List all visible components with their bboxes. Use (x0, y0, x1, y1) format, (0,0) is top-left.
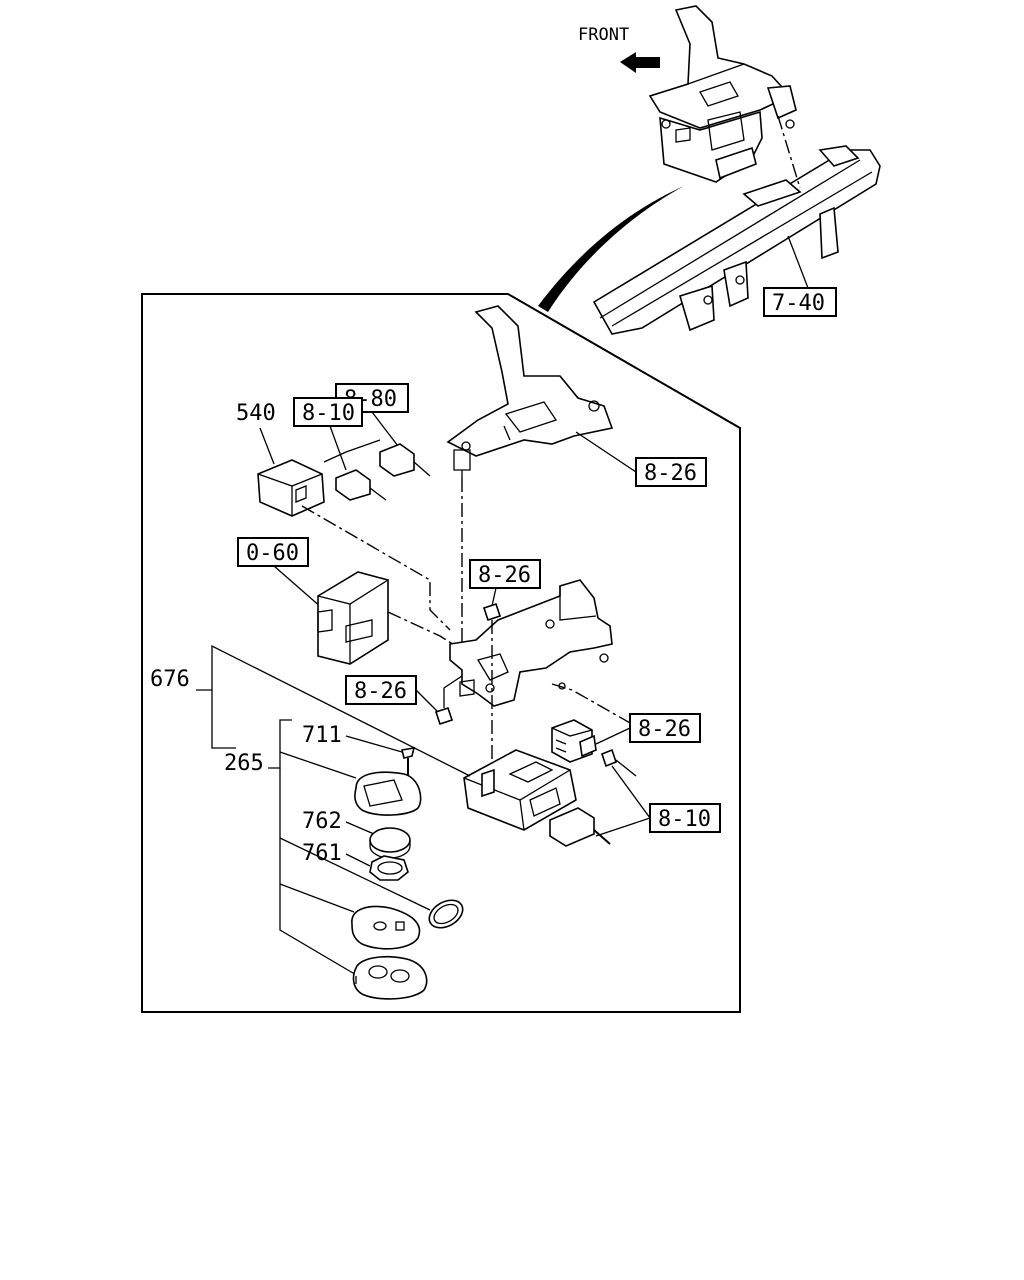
front-label: FRONT (578, 25, 629, 45)
svg-text:8-10: 8-10 (658, 807, 711, 832)
cross-car-beam (592, 115, 881, 335)
front-arrow-icon (620, 52, 660, 73)
screw-711: 711 (302, 723, 416, 778)
svg-text:8-26: 8-26 (638, 717, 691, 742)
svg-text:0-60: 0-60 (246, 541, 299, 566)
svg-text:761: 761 (302, 841, 342, 866)
svg-text:676: 676 (150, 667, 190, 692)
svg-text:8-10: 8-10 (302, 401, 355, 426)
svg-text:8-26: 8-26 (354, 679, 407, 704)
ref-8-26-right: 8-26 (551, 683, 701, 763)
svg-text:540: 540 (236, 401, 276, 426)
ref-8-10-right: 8-10 (549, 748, 721, 847)
lower-bracket (449, 579, 613, 707)
detail-pointer (538, 186, 684, 312)
front-indicator: FRONT (578, 25, 660, 73)
top-bracket-assembly (648, 5, 797, 183)
upper-bracket: 8-26 (446, 305, 707, 487)
part-676-bracket-group: 676 265 (150, 644, 471, 977)
key-bottom-case (352, 955, 428, 1000)
svg-text:762: 762 (302, 809, 342, 834)
key-middle-case (279, 883, 421, 950)
ref-7-40: 7-40 (763, 235, 837, 317)
svg-text:265: 265 (224, 751, 264, 776)
ref-8-26-nut: 8-26 (469, 559, 541, 778)
holder-761: 761 (302, 841, 409, 881)
svg-text:8-26: 8-26 (644, 461, 697, 486)
module-0-60: 0-60 (237, 537, 463, 665)
key-top-cover (279, 751, 422, 816)
battery-762: 762 (302, 809, 411, 859)
o-ring (279, 837, 464, 929)
ref-8-26-left: 8-26 (345, 675, 463, 726)
svg-text:8-26: 8-26 (478, 563, 531, 588)
control-unit (463, 749, 577, 831)
detail-inset-frame (141, 293, 741, 1013)
svg-text:711: 711 (302, 723, 342, 748)
svg-text:7-40: 7-40 (772, 291, 825, 316)
relay-540: 540 (236, 401, 451, 631)
ref-8-10-top: 8-10 (293, 397, 387, 501)
